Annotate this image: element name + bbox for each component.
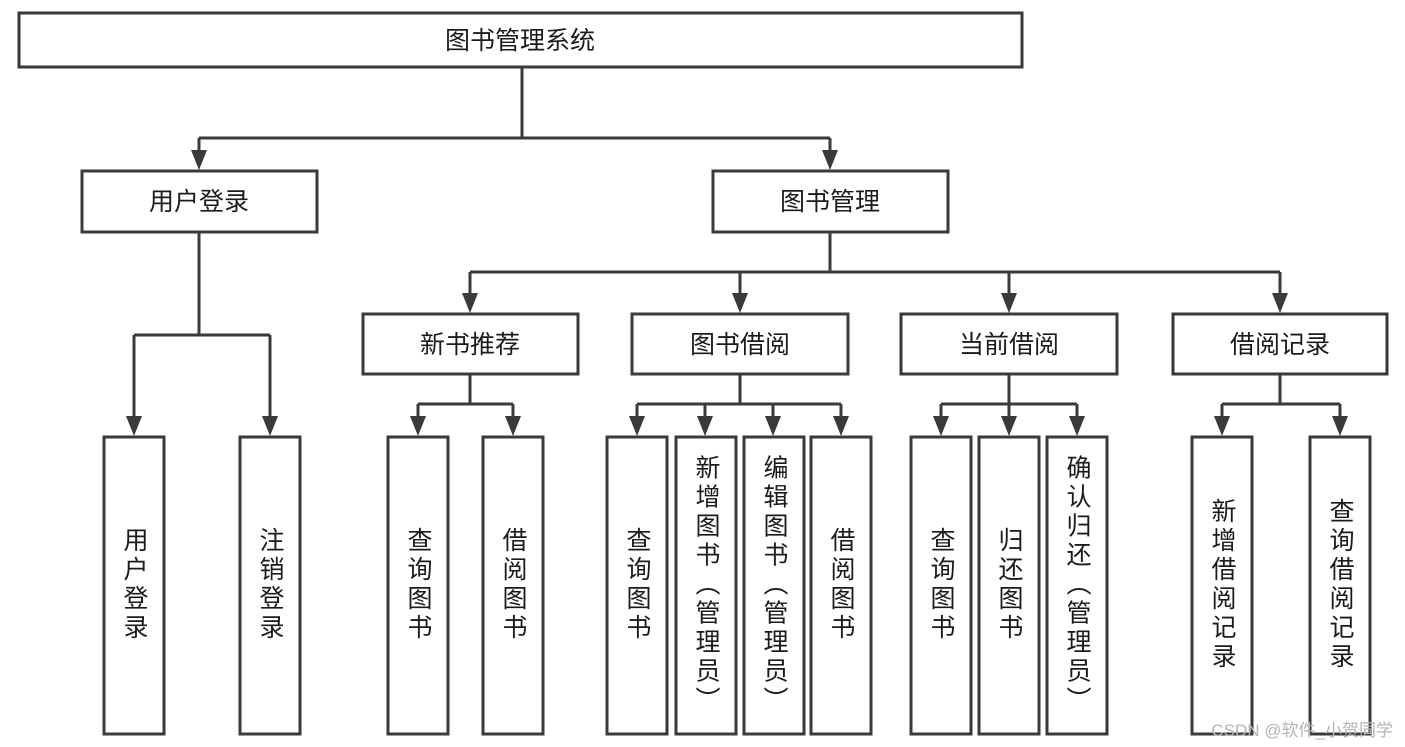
arrow-head-leaf-borrow-book-1 <box>505 416 521 436</box>
node-book-borrow-label: 图书借阅 <box>690 331 790 359</box>
node-leaf-confirm-return[interactable]: 确认归还（管理员） <box>1045 435 1109 736</box>
arrow-head-leaf-query-book-3 <box>933 416 949 436</box>
node-leaf-query-record-label: 查询借阅记录 <box>1326 498 1355 672</box>
node-book-manage[interactable]: 图书管理 <box>711 169 950 234</box>
arrow-head-leaf-add-record <box>1214 416 1230 436</box>
arrow-head-book-manage <box>822 150 838 170</box>
node-borrow-record[interactable]: 借阅记录 <box>1171 312 1389 376</box>
arrow-head-leaf-user-login <box>126 416 142 436</box>
connector-group-current-borrow <box>933 375 1085 436</box>
node-leaf-query-book-3-box[interactable] <box>909 435 973 736</box>
node-user-login-box[interactable] <box>80 169 319 234</box>
node-leaf-add-record-box[interactable] <box>1190 435 1254 736</box>
arrow-head-leaf-confirm-return <box>1069 416 1085 436</box>
node-leaf-add-book[interactable]: 新增图书（管理员） <box>674 435 738 736</box>
node-leaf-borrow-book-2-box[interactable] <box>809 435 873 736</box>
node-user-login-label: 用户登录 <box>149 188 249 216</box>
node-leaf-confirm-return-label: 确认归还（管理员） <box>1063 455 1092 716</box>
node-leaf-add-book-box[interactable] <box>674 435 738 736</box>
node-leaf-user-login-label: 用户登录 <box>120 527 149 643</box>
connector-group-user-login <box>126 232 278 436</box>
node-leaf-query-book-1[interactable]: 查询图书 <box>386 435 450 736</box>
node-leaf-query-book-1-box[interactable] <box>386 435 450 736</box>
connector-group-new-book-rec <box>410 375 521 436</box>
node-leaf-query-record-box[interactable] <box>1308 435 1372 736</box>
arrow-head-current-borrow <box>1001 293 1017 313</box>
arrow-head-borrow-record <box>1272 293 1288 313</box>
arrow-head-new-book-rec <box>462 293 478 313</box>
node-book-borrow[interactable]: 图书借阅 <box>630 312 850 376</box>
node-leaf-borrow-book-1-label: 借阅图书 <box>499 527 528 643</box>
arrow-head-book-borrow <box>732 293 748 313</box>
node-leaf-query-book-2-label: 查询图书 <box>623 527 652 643</box>
node-leaf-confirm-return-box[interactable] <box>1045 435 1109 736</box>
node-leaf-edit-book-box[interactable] <box>742 435 806 736</box>
node-leaf-query-book-2[interactable]: 查询图书 <box>605 435 669 736</box>
node-leaf-user-logout-box[interactable] <box>238 435 302 736</box>
arrow-head-leaf-query-record <box>1332 416 1348 436</box>
connector-group-root <box>191 67 838 170</box>
node-leaf-edit-book[interactable]: 编辑图书（管理员） <box>742 435 806 736</box>
node-leaf-add-book-label: 新增图书（管理员） <box>692 455 721 716</box>
connector-group-borrow-record <box>1214 375 1348 436</box>
node-leaf-return-book[interactable]: 归还图书 <box>977 435 1041 736</box>
node-leaf-return-book-label: 归还图书 <box>995 527 1024 643</box>
node-leaf-borrow-book-1[interactable]: 借阅图书 <box>481 435 545 736</box>
arrow-head-leaf-borrow-book-2 <box>833 416 849 436</box>
node-leaf-query-book-1-label: 查询图书 <box>404 527 433 643</box>
node-leaf-user-logout[interactable]: 注销登录 <box>238 435 302 736</box>
node-borrow-record-label: 借阅记录 <box>1230 331 1330 359</box>
node-root[interactable]: 图书管理系统 <box>17 11 1024 69</box>
node-leaf-return-book-box[interactable] <box>977 435 1041 736</box>
node-leaf-edit-book-label: 编辑图书（管理员） <box>760 455 789 716</box>
node-book-borrow-box[interactable] <box>630 312 850 376</box>
node-leaf-borrow-book-2[interactable]: 借阅图书 <box>809 435 873 736</box>
connector-group-book-borrow <box>629 375 849 436</box>
node-book-manage-label: 图书管理 <box>780 188 880 216</box>
node-new-book-rec-label: 新书推荐 <box>420 331 520 359</box>
node-leaf-borrow-book-2-label: 借阅图书 <box>827 527 856 643</box>
node-user-login[interactable]: 用户登录 <box>80 169 319 234</box>
connector-group-book-manage <box>462 232 1288 313</box>
arrow-head-leaf-user-logout <box>262 416 278 436</box>
node-new-book-rec[interactable]: 新书推荐 <box>361 312 580 376</box>
node-leaf-add-record-label: 新增借阅记录 <box>1208 498 1237 672</box>
node-current-borrow[interactable]: 当前借阅 <box>899 312 1119 376</box>
node-leaf-query-book-3[interactable]: 查询图书 <box>909 435 973 736</box>
arrow-head-leaf-edit-book <box>765 416 781 436</box>
arrow-head-leaf-query-book-2 <box>629 416 645 436</box>
node-current-borrow-box[interactable] <box>899 312 1119 376</box>
node-new-book-rec-box[interactable] <box>361 312 580 376</box>
arrow-head-user-login <box>191 150 207 170</box>
arrow-head-leaf-add-book <box>697 416 713 436</box>
node-leaf-query-record[interactable]: 查询借阅记录 <box>1308 435 1372 736</box>
arrow-head-leaf-return-book <box>1001 416 1017 436</box>
node-leaf-user-logout-label: 注销登录 <box>256 527 285 643</box>
node-borrow-record-box[interactable] <box>1171 312 1389 376</box>
arrow-head-leaf-query-book-1 <box>410 416 426 436</box>
node-leaf-add-record[interactable]: 新增借阅记录 <box>1190 435 1254 736</box>
node-current-borrow-label: 当前借阅 <box>959 331 1059 359</box>
node-leaf-borrow-book-1-box[interactable] <box>481 435 545 736</box>
node-leaf-user-login[interactable]: 用户登录 <box>102 435 166 736</box>
node-root-label: 图书管理系统 <box>445 27 595 55</box>
node-leaf-user-login-box[interactable] <box>102 435 166 736</box>
node-book-manage-box[interactable] <box>711 169 950 234</box>
node-leaf-query-book-3-label: 查询图书 <box>927 527 956 643</box>
node-leaf-query-book-2-box[interactable] <box>605 435 669 736</box>
node-root-box[interactable] <box>17 11 1024 69</box>
